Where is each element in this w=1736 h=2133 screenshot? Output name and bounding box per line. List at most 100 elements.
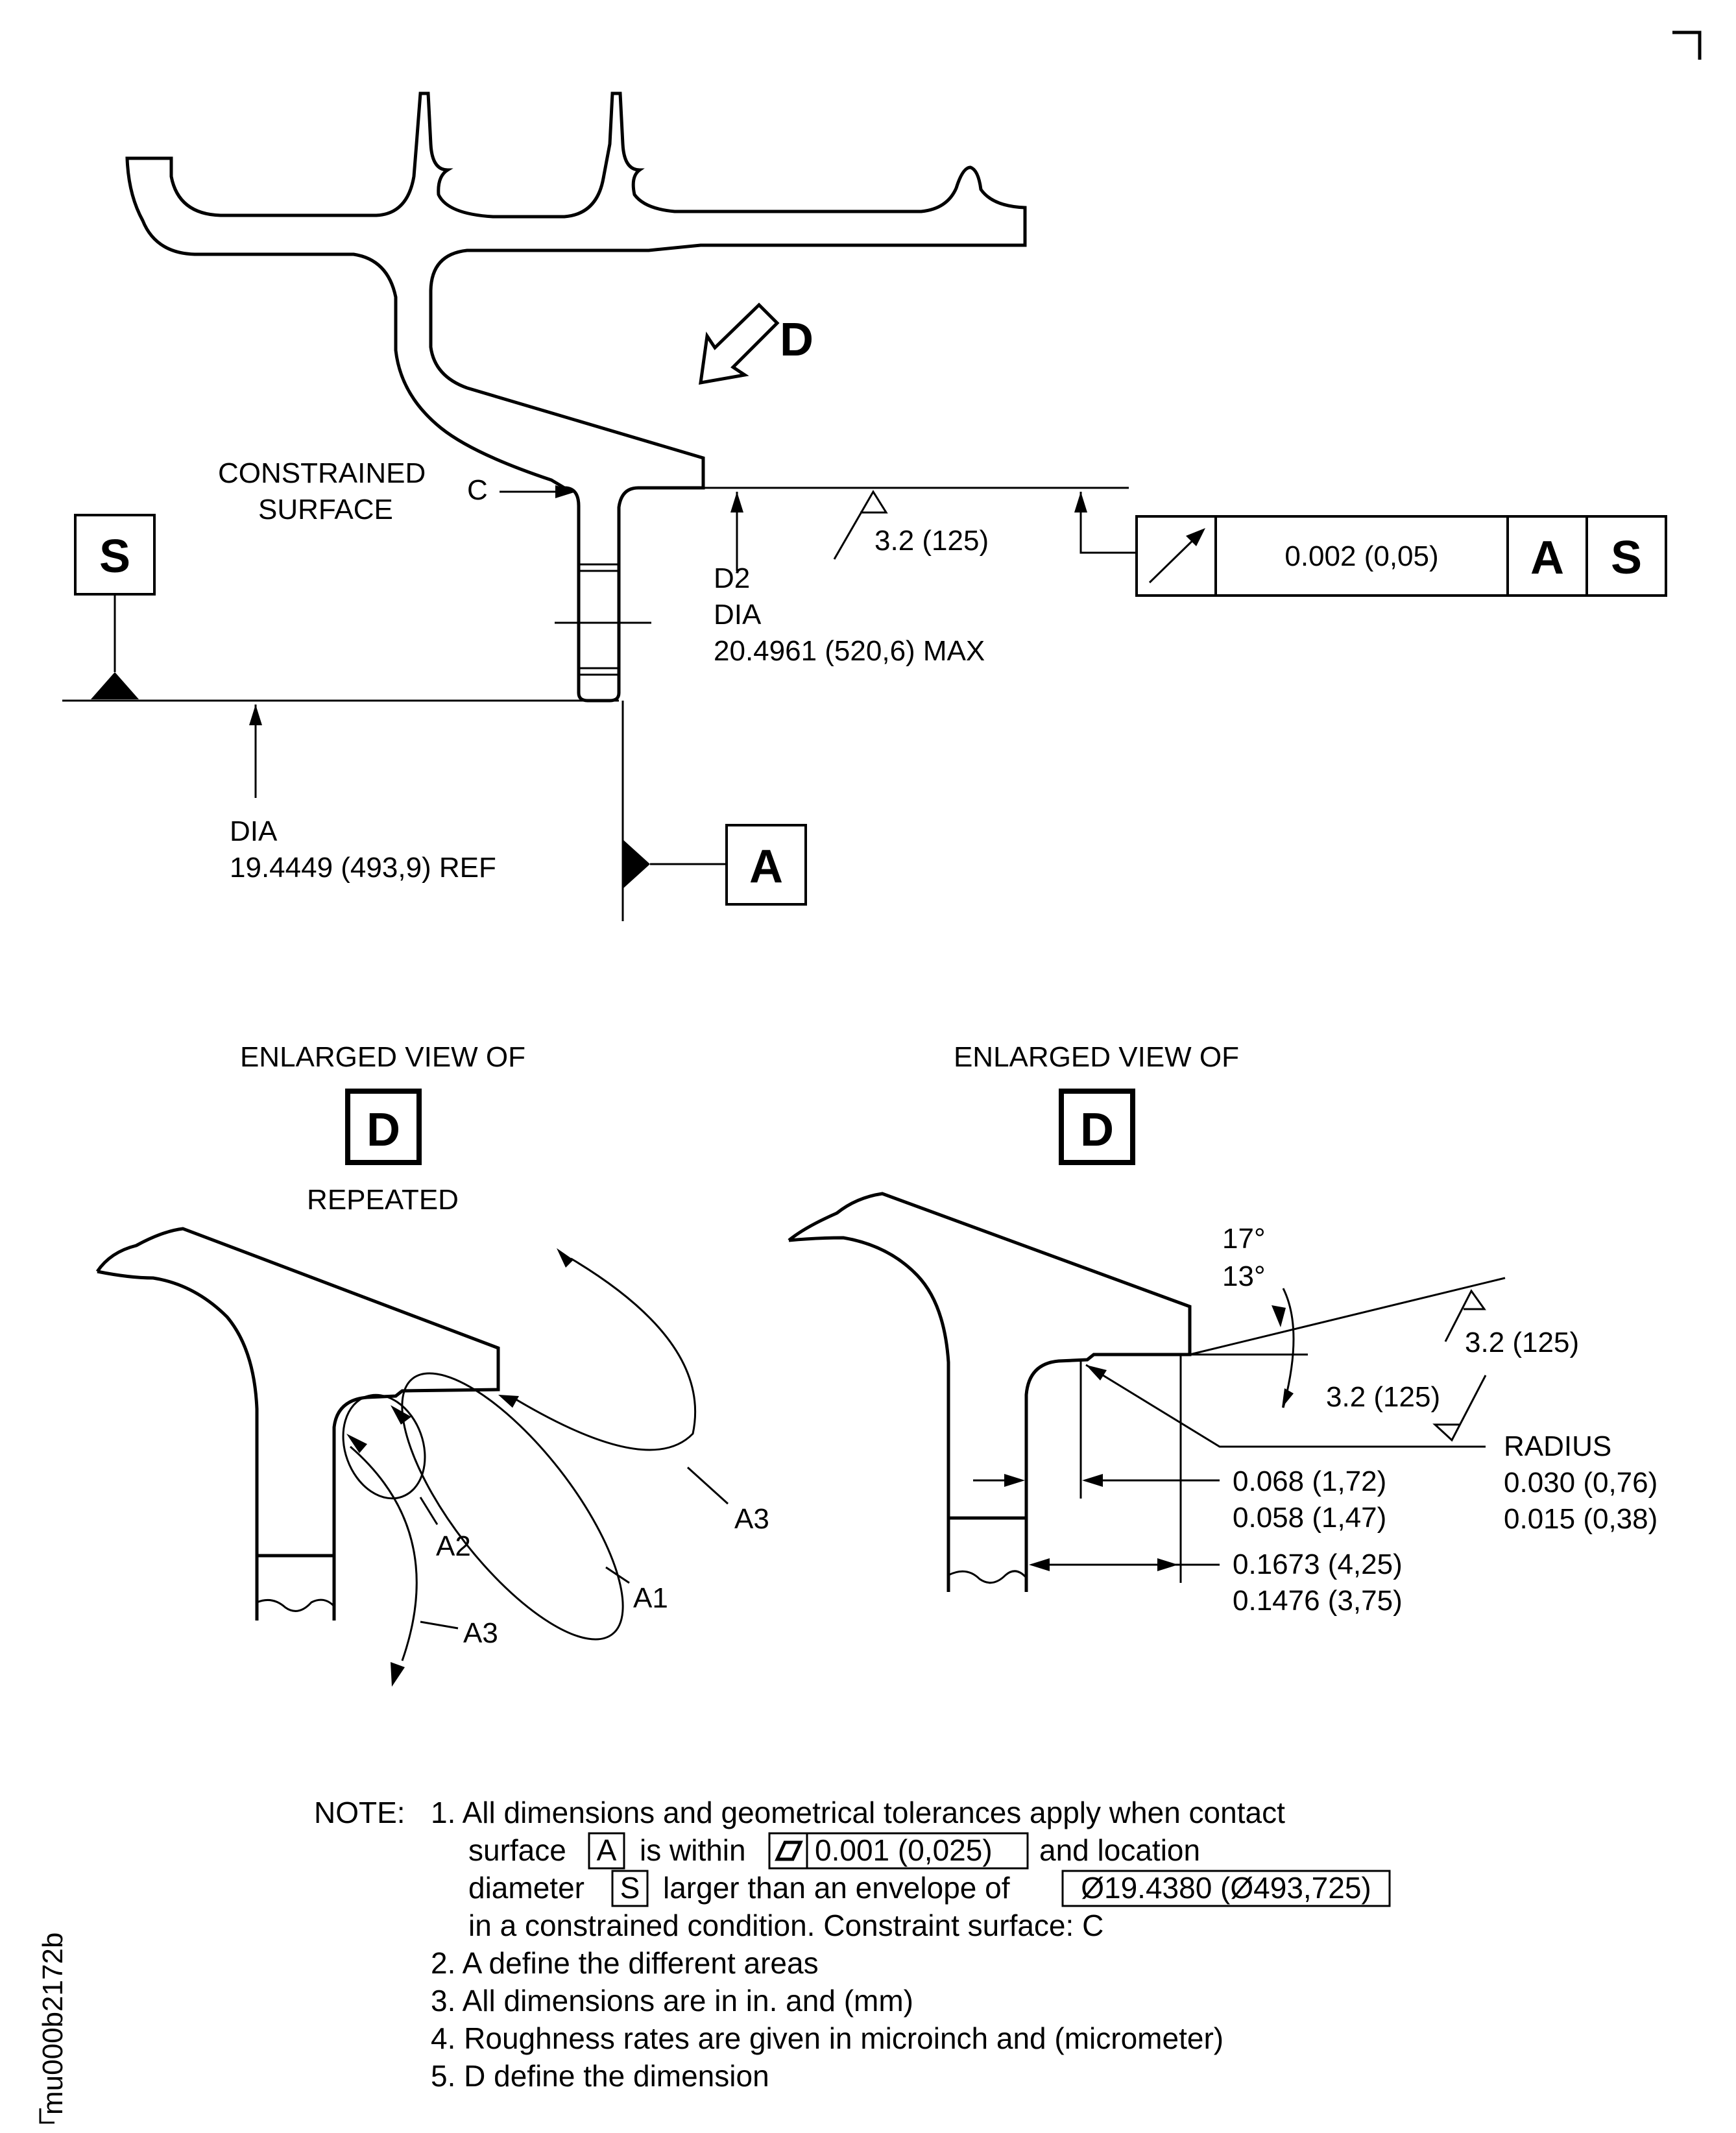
note-1-location: and location: [1039, 1833, 1200, 1867]
drawing-id: mu000b2172b: [37, 1933, 69, 2115]
note-box-s-label: S: [620, 1871, 640, 1905]
dim2-arrowhead-right: [1157, 1558, 1178, 1571]
dia-ref-arrowhead: [249, 705, 262, 725]
dim1-arrowhead-left: [1004, 1474, 1025, 1487]
datum-a-box: [725, 824, 807, 906]
datum-s-label: S: [99, 531, 130, 583]
enlarged-left-view-box: [345, 1089, 422, 1165]
d2-label: D2: [714, 562, 750, 594]
radius-leader: [1085, 1364, 1486, 1448]
runout-arrowhead: [1186, 528, 1205, 546]
dim2-max: 0.1673 (4,25): [1233, 1549, 1403, 1580]
a2-arrowhead: [346, 1434, 367, 1453]
dim2-arrowhead-left: [1029, 1558, 1050, 1571]
enlarged-left-outline: [95, 1227, 500, 1558]
datum-a-triangle: [623, 839, 650, 889]
roughness-upper-symbol: [1444, 1289, 1486, 1342]
note-dia-value: Ø19.4380 (Ø493,725): [1081, 1871, 1371, 1905]
radius-max: 0.030 (0,76): [1504, 1467, 1658, 1499]
a1-leader: [605, 1566, 630, 1584]
datum-a-label: A: [749, 841, 783, 893]
area-a1-ellipse: [401, 1372, 624, 1641]
note-1-surface: surface: [468, 1833, 566, 1867]
roughness-lower-symbol: [1432, 1375, 1487, 1442]
a3-upper-leader: [686, 1466, 729, 1505]
d2-value: 20.4961 (520,6) MAX: [714, 635, 985, 667]
area-a3-upper-label: A3: [734, 1503, 769, 1535]
enlarged-left-view-label: D: [367, 1104, 400, 1156]
fcf-arrowhead: [1074, 492, 1087, 512]
angle-arrowhead-bottom: [1282, 1388, 1294, 1408]
a1-arrowhead: [391, 1405, 411, 1425]
angle-line: [1189, 1277, 1506, 1356]
a3-lower-leader: [420, 1621, 459, 1630]
drawing-id-mark: [39, 2108, 54, 2124]
fcf-ref-a: A: [1530, 532, 1564, 584]
enlarged-right-view-label: D: [1080, 1104, 1114, 1156]
enlarged-right-break: [948, 1570, 1028, 1584]
area-a2-label: A2: [436, 1530, 471, 1562]
angle-arrowhead-top: [1272, 1305, 1286, 1327]
dim2-min: 0.1476 (3,75): [1233, 1585, 1403, 1617]
enlarged-left-stem: [255, 1556, 336, 1621]
enlarged-left-subtitle: REPEATED: [307, 1184, 459, 1216]
enlarged-right-title: ENLARGED VIEW OF: [954, 1041, 1239, 1073]
view-d-arrow: [699, 302, 780, 385]
view-d-label: D: [780, 314, 814, 366]
note-1-line-1: 1. All dimensions and geometrical tolera…: [431, 1796, 1285, 1829]
note-flatness-value: 0.001 (0,025): [815, 1833, 993, 1867]
note-4: 4. Roughness rates are given in microinc…: [431, 2021, 1224, 2055]
enlarged-left-break: [256, 1598, 335, 1612]
c-label: C: [467, 474, 488, 506]
area-a1-label: A1: [633, 1582, 668, 1614]
enlarged-left-title: ENLARGED VIEW OF: [240, 1041, 525, 1073]
c-arrowhead: [555, 485, 576, 498]
flatness-icon: [775, 1840, 803, 1861]
angle-max-label: 17°: [1222, 1223, 1266, 1255]
radius-min: 0.015 (0,38): [1504, 1503, 1658, 1535]
note-dia-box: [1061, 1870, 1391, 1907]
dim1-min: 0.058 (1,47): [1233, 1502, 1386, 1534]
top-view: D CONSTRAINED SURFACE C D2 DIA 20.4961 (…: [62, 91, 1667, 921]
radius-label: RADIUS: [1504, 1430, 1611, 1462]
constrained-label-2: SURFACE: [258, 494, 393, 525]
dim1-arrowhead-right: [1082, 1474, 1103, 1487]
enlarged-view-left: ENLARGED VIEW OF D REPEATED A2 A1 A3 A3: [95, 1041, 769, 1687]
dia-ref-label: DIA: [230, 815, 278, 847]
note-1-line-4: in a constrained condition. Constraint s…: [468, 1909, 1103, 1942]
note-box-a-label: A: [597, 1833, 617, 1867]
part-outline: [125, 91, 1027, 703]
fcf-tolerance: 0.002 (0,05): [1284, 540, 1438, 572]
enlarged-right-view-box: [1059, 1089, 1135, 1165]
area-a3-upper-arc: [512, 1257, 697, 1451]
enlarged-right-outline: [788, 1192, 1192, 1520]
note-1-diameter: diameter: [468, 1871, 585, 1905]
roughness-lower-value: 3.2 (125): [1326, 1381, 1440, 1413]
feature-control-frame: 0.002 (0,05) A S: [1135, 515, 1667, 597]
area-a2-ellipse: [342, 1393, 426, 1500]
d2-dia: DIA: [714, 599, 762, 631]
angle-min-label: 13°: [1222, 1260, 1266, 1292]
note-flatness-box: [768, 1832, 1029, 1870]
fcf-box: [1135, 515, 1667, 597]
fcf-ref-s: S: [1611, 532, 1642, 584]
note-1-envelope: larger than an envelope of: [663, 1871, 1010, 1905]
a2-leader: [419, 1497, 439, 1525]
d2-arrowhead: [730, 492, 743, 512]
roughness-symbol: [833, 490, 888, 560]
area-a3-lower-label: A3: [463, 1617, 498, 1649]
area-a3-lower-arc: [350, 1445, 418, 1661]
roughness-value: 3.2 (125): [874, 525, 989, 557]
note-heading: NOTE:: [314, 1796, 405, 1829]
area-a3-upper-arrowhead: [557, 1248, 573, 1268]
notes: NOTE: 1. All dimensions and geometrical …: [314, 1796, 1391, 2093]
note-1-within: is within: [640, 1833, 746, 1867]
radius-arrowhead: [1086, 1365, 1107, 1380]
datum-s-triangle: [91, 672, 139, 699]
enlarged-view-right: ENLARGED VIEW OF D 17° 13° 3.2 (125) 3.2…: [788, 1041, 1658, 1617]
dia-ref-value: 19.4449 (493,9) REF: [230, 852, 496, 884]
angle-arc: [1282, 1288, 1295, 1408]
enlarged-right-stem: [946, 1518, 1028, 1592]
dim1-max: 0.068 (1,72): [1233, 1465, 1386, 1497]
